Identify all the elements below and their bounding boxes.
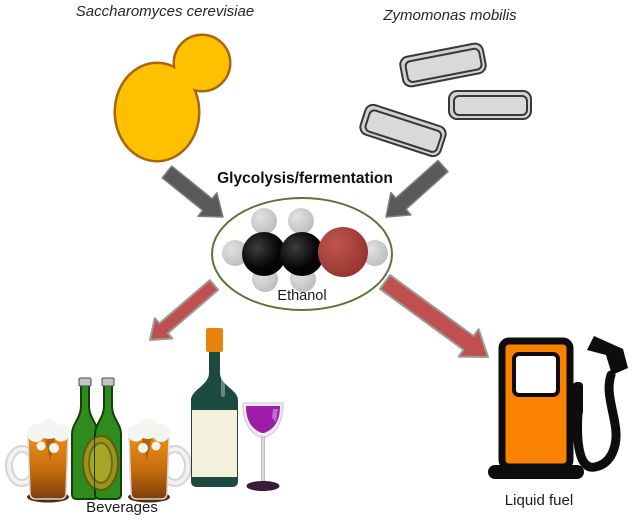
- bacterium-icon: [448, 90, 532, 120]
- beverages-label: Beverages: [86, 499, 158, 516]
- bacteria-to-ethanol-arrow-icon: [385, 159, 449, 218]
- carbon-atom: [242, 232, 286, 276]
- beer-bottle-icon: [94, 377, 122, 500]
- hydrogen-atom: [222, 240, 248, 266]
- pump-hose-holder: [573, 382, 583, 416]
- process-label: Glycolysis/fermentation: [217, 170, 393, 187]
- liquid-fuel-label: Liquid fuel: [504, 492, 574, 509]
- wine-glass-icon: [242, 402, 284, 491]
- oxygen-atom: [318, 227, 368, 277]
- hydrogen-atom: [288, 208, 314, 234]
- beer-mug-icon: [128, 419, 189, 503]
- ethanol-label: Ethanol: [277, 288, 327, 304]
- zymomonas-label: Zymomonas mobilis: [383, 7, 517, 24]
- pump-display-window: [512, 352, 560, 397]
- yeast-to-ethanol-arrow-icon: [161, 165, 224, 218]
- carbon-atom: [280, 232, 324, 276]
- fuel-pump-icon: [488, 336, 628, 479]
- ethanol-to-beverages-arrow-icon: [149, 279, 220, 341]
- wine-bottle-icon: [191, 328, 238, 487]
- bacterium-inner-membrane: [452, 94, 528, 116]
- hydrogen-atom: [362, 240, 388, 266]
- hydrogen-atom: [251, 208, 277, 234]
- ethanol-to-fuel-arrow-icon: [379, 274, 489, 358]
- beverages-group-icon: [5, 328, 284, 505]
- saccharomyces-label: Saccharomyces cerevisiae: [75, 3, 255, 20]
- pump-nozzle: [587, 336, 628, 375]
- pump-hose: [573, 370, 621, 472]
- ethanol-molecule-icon: [222, 208, 388, 292]
- budding-yeast-cell-icon: [113, 33, 232, 163]
- beer-mug-icon: [5, 419, 70, 503]
- ethanol-bubble: [211, 197, 393, 311]
